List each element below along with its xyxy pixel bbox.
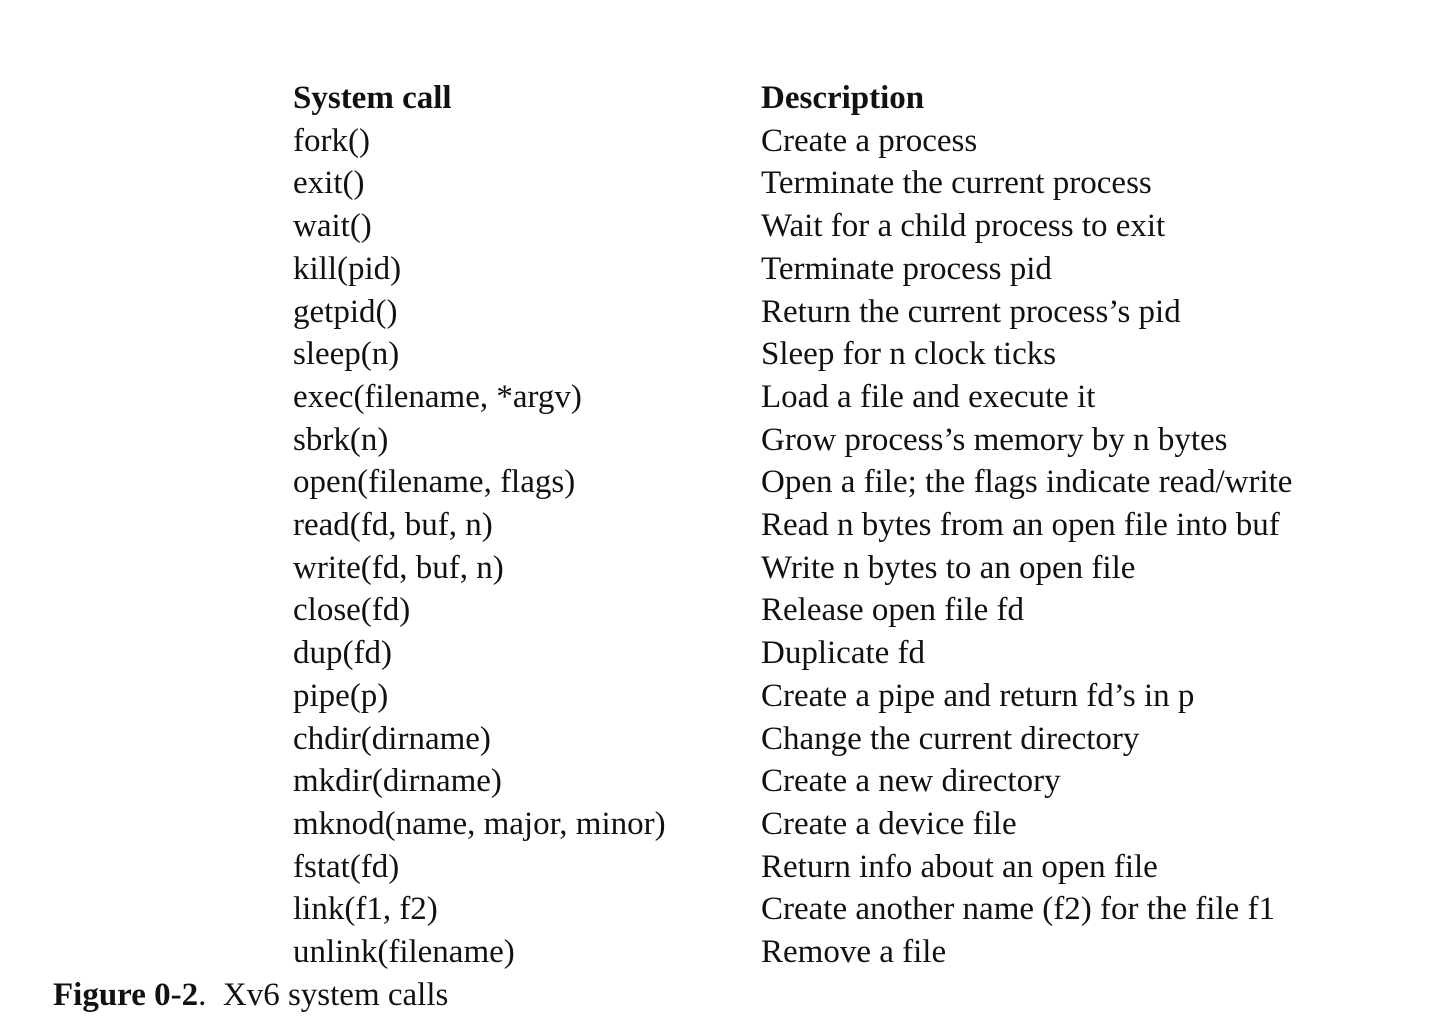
caption-separator: .: [198, 977, 207, 1013]
table-row: link(f1, f2) Create another name (f2) fo…: [293, 888, 1292, 931]
table-row: exit() Terminate the current process: [293, 162, 1292, 205]
table-row: wait() Wait for a child process to exit: [293, 205, 1292, 248]
syscall-description: Duplicate fd: [761, 635, 926, 672]
table-row: kill(pid) Terminate process pid: [293, 248, 1292, 291]
syscall-description: Create a pipe and return fd’s in p: [761, 677, 1195, 714]
syscall-name: mkdir(dirname): [293, 763, 502, 800]
syscall-name: wait(): [293, 208, 372, 245]
table-row: read(fd, buf, n) Read n bytes from an op…: [293, 504, 1292, 547]
syscall-name: write(fd, buf, n): [293, 549, 504, 586]
table-row: open(filename, flags) Open a file; the f…: [293, 461, 1292, 504]
table-body: fork() Create a process exit() Terminate…: [293, 120, 1292, 974]
figure-caption: Figure 0-2. Xv6 system calls: [53, 974, 448, 1016]
syscall-name: unlink(filename): [293, 934, 515, 971]
syscall-description: Wait for a child process to exit: [761, 208, 1166, 245]
syscall-name: exec(filename, *argv): [293, 378, 582, 415]
system-call-table: System call Description fork() Create a …: [293, 77, 1292, 974]
syscall-name: exit(): [293, 165, 365, 202]
syscall-description: Read n bytes from an open file into buf: [761, 507, 1280, 544]
table-row: mknod(name, major, minor) Create a devic…: [293, 803, 1292, 846]
syscall-description: Write n bytes to an open file: [761, 549, 1136, 586]
syscall-description: Release open file fd: [761, 592, 1024, 629]
syscall-description: Create a process: [761, 122, 978, 159]
header-description: Description: [761, 80, 925, 116]
syscall-name: mknod(name, major, minor): [293, 805, 666, 842]
syscall-name: read(fd, buf, n): [293, 507, 493, 544]
syscall-name: close(fd): [293, 592, 411, 629]
syscall-description: Grow process’s memory by n bytes: [761, 421, 1228, 458]
syscall-name: getpid(): [293, 293, 398, 330]
table-row: sbrk(n) Grow process’s memory by n bytes: [293, 419, 1292, 462]
syscall-description: Terminate the current process: [761, 165, 1152, 202]
syscall-name: dup(fd): [293, 635, 392, 672]
syscall-name: kill(pid): [293, 250, 402, 287]
syscall-name: open(filename, flags): [293, 464, 576, 501]
syscall-name: pipe(p): [293, 677, 389, 714]
syscall-description: Sleep for n clock ticks: [761, 336, 1057, 373]
syscall-description: Terminate process pid: [761, 250, 1052, 287]
header-system-call: System call: [293, 80, 452, 116]
syscall-description: Create another name (f2) for the file f1: [761, 891, 1275, 928]
table-row: fstat(fd) Return info about an open file: [293, 846, 1292, 889]
table-row: fork() Create a process: [293, 120, 1292, 163]
table-row: write(fd, buf, n) Write n bytes to an op…: [293, 547, 1292, 590]
table-row: dup(fd) Duplicate fd: [293, 632, 1292, 675]
syscall-name: fork(): [293, 122, 370, 159]
table-row: close(fd) Release open file fd: [293, 589, 1292, 632]
syscall-description: Open a file; the flags indicate read/wri…: [761, 464, 1293, 501]
syscall-name: sleep(n): [293, 336, 400, 373]
syscall-description: Change the current directory: [761, 720, 1140, 757]
syscall-name: fstat(fd): [293, 848, 400, 885]
table-row: getpid() Return the current process’s pi…: [293, 291, 1292, 334]
syscall-description: Return info about an open file: [761, 848, 1158, 885]
syscall-description: Return the current process’s pid: [761, 293, 1181, 330]
syscall-description: Create a device file: [761, 805, 1017, 842]
table-header-row: System call Description: [293, 77, 1292, 120]
table-row: exec(filename, *argv) Load a file and ex…: [293, 376, 1292, 419]
table-row: pipe(p) Create a pipe and return fd’s in…: [293, 675, 1292, 718]
table-row: mkdir(dirname) Create a new directory: [293, 760, 1292, 803]
caption-text: Xv6 system calls: [222, 977, 449, 1013]
syscall-description: Create a new directory: [761, 763, 1061, 800]
syscall-name: chdir(dirname): [293, 720, 491, 757]
syscall-name: link(f1, f2): [293, 891, 438, 928]
table-row: chdir(dirname) Change the current direct…: [293, 718, 1292, 761]
figure-label: Figure 0-2: [53, 977, 199, 1013]
table-row: sleep(n) Sleep for n clock ticks: [293, 333, 1292, 376]
syscall-name: sbrk(n): [293, 421, 389, 458]
syscall-description: Load a file and execute it: [761, 378, 1096, 415]
table-row: unlink(filename) Remove a file: [293, 931, 1292, 974]
syscall-description: Remove a file: [761, 934, 947, 971]
